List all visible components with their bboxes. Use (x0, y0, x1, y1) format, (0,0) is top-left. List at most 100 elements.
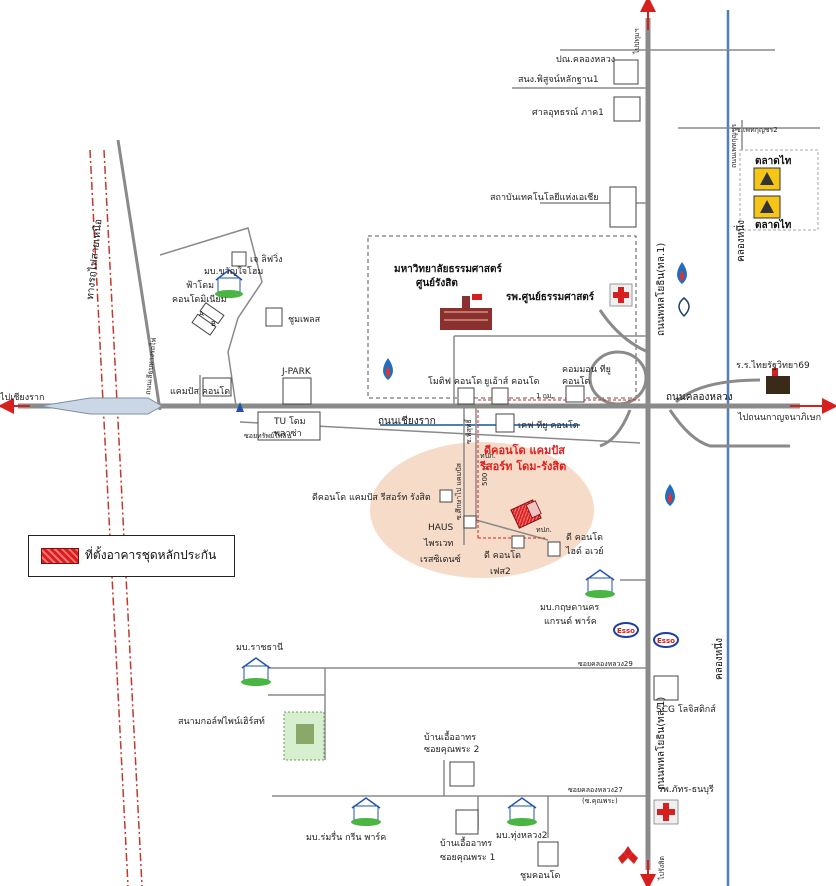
label-tu-dome-2: พลาซ่า (274, 429, 302, 439)
school-icon (766, 368, 790, 394)
label-tu-2: ศูนย์รังสิต (416, 277, 458, 290)
label-khwanjai: มบ.ขวัญใจโฮม (204, 266, 263, 277)
railway-line-2 (103, 149, 143, 886)
house-icon-ratchathani (241, 657, 271, 686)
highlight-zone (370, 442, 594, 578)
interchange-ramp-1 (598, 309, 649, 354)
building-pon (613, 59, 639, 85)
label-soi-phiphat: ซอยทรัพย์ไพลิน (244, 431, 292, 440)
label-to-pathum: ไปปทุมฯ (632, 28, 641, 55)
label-thungluang: มบ.ทุ่งหลวง2 (496, 831, 547, 841)
label-food2-2: ซอยคุณพระ 1 (440, 853, 495, 863)
building-chum-condo (537, 841, 559, 867)
highlight-line2: รีสอร์ท โดม-รังสิต (479, 459, 566, 473)
label-haus-3: เรสซิเดนซ์ (420, 553, 461, 565)
label-dcondo-hyde-2: ไฮด์ อเวย์ (565, 545, 604, 557)
label-school: ร.ร.ไทยรัฐวิทยา69 (736, 360, 810, 371)
svg-text:Esso: Esso (617, 627, 635, 635)
label-haus-1: HAUS (428, 523, 454, 533)
legend-swatch (41, 548, 79, 564)
label-to-kanchanaphisek: ไปถนนกาญจนาภิเษก (737, 412, 821, 423)
building-dcondo-rangsit (439, 489, 453, 503)
hospital-bhattara-icon (653, 799, 679, 825)
label-ruamrhuen: มบ.ร่มรื่น กรีน พาร์ค (306, 830, 386, 843)
esso-icon-2: Esso (653, 632, 679, 648)
label-soi27: ซอยคลองหลวง27 (568, 786, 623, 794)
label-court: ศาลอุทธรณ์ ภาค1 (532, 106, 604, 118)
ptt-icon-2 (383, 358, 393, 380)
building-scg (653, 675, 679, 701)
interchange-ramp-4 (674, 378, 761, 404)
target-property (510, 499, 542, 529)
label-dcondo-hyde-1: ดี คอนโด (566, 532, 603, 543)
rail-road (116, 139, 162, 411)
ptt-icon-1 (677, 262, 687, 284)
label-canal-upper: คลองหนึ่ง (733, 220, 747, 262)
market-icon-1-glyph (760, 172, 774, 185)
condo-b-label: B (211, 320, 216, 328)
label-condo-million: คอนโดมิเนียม (172, 294, 227, 305)
label-dcondo-fes-2: เฟส2 (490, 567, 511, 577)
label-dist-s2: ทปภ. (536, 526, 552, 534)
legend-label: ที่ตั้งอาคารชุดหลักประกัน (85, 548, 217, 562)
label-phahon-north: ถนนพหลโยธิน(ทล.1) (654, 243, 667, 336)
svg-text:Esso: Esso (657, 637, 675, 645)
label-chum-phon: ชูมเพลส (288, 315, 321, 325)
label-500m: 500 ม. (481, 464, 489, 486)
house-icon-krisdanakorn (585, 569, 615, 598)
label-chum-condo: ชูมคอนโด (520, 870, 560, 881)
soi-marker-icon (236, 402, 244, 412)
label-sorn: สนง.พิสูจน์หลักฐาน1 (518, 73, 599, 85)
label-jpark: J-PARK (281, 367, 312, 377)
building-dcondo-hyde (547, 541, 561, 557)
label-khlongluang-road: ถนนคลองหลวง (666, 392, 733, 403)
label-1km: 1 กม. (536, 392, 554, 400)
label-soi-phet2: ซ.เพทกุญชร2 (736, 126, 778, 134)
label-je-living: เจ ลิฟวิ่ง (250, 252, 283, 265)
label-campus-condo: แคมปัส คอนโด (170, 386, 230, 397)
label-chiangrak-road: ถนนเชียงราก (378, 415, 436, 427)
label-motif: โมติฟ คอนโด (428, 376, 482, 387)
label-food1-1: บ้านเอื้ออาทร (424, 730, 476, 743)
label-haus-2: ไพรเวท (423, 538, 453, 549)
interchange-ramp-3 (599, 409, 632, 448)
label-phahon-south: ถนนพหลโยธิน(ทล.1) (654, 697, 667, 790)
building-motif (457, 387, 475, 405)
label-bhattara: รพ.ภัทร-ธนบุรี (658, 784, 714, 795)
building-caf (495, 413, 515, 433)
label-to-chiangrak: ไปเชียงราก (0, 392, 44, 403)
building-ait (609, 186, 637, 228)
shell-icon (678, 297, 690, 318)
label-food1-2: ซอยคุณพระ 2 (424, 745, 479, 755)
label-soi-small-a: ซ.พิสุทธิ์ (463, 418, 473, 444)
label-fah-dome: ฟ้าโดม (186, 280, 214, 291)
label-market-2: ตลาดไท (755, 218, 792, 231)
label-to-rangsit: ไปรังสิต (657, 856, 666, 881)
building-tu-dome (257, 411, 321, 441)
label-soi-phet: ถนนเพทกุญชร (730, 124, 738, 168)
building-uaat (491, 387, 509, 405)
label-rail: ทางรถไฟสายเหนือ (84, 218, 104, 300)
building-food2 (455, 809, 479, 835)
label-market-1: ตลาดไท (755, 154, 792, 167)
road-khwanjai (159, 227, 263, 407)
building-common (565, 385, 585, 403)
label-soi-small-b: ซ.ศึกษาไป แคมปัส (454, 462, 463, 520)
label-caf-tu: เคฟ ทียู คอนโด (518, 420, 579, 431)
label-golf: สนามกอล์ฟไพน์เฮิร์สท์ (178, 715, 265, 727)
market-icon-2-glyph (760, 200, 774, 213)
label-ait: สถาบันเทคโนโลยีแห่งเอเชีย (490, 192, 599, 203)
building-campus (202, 377, 232, 397)
building-chum-phon (265, 307, 283, 327)
label-scg: SCG โลจิสติกส์ (656, 703, 716, 715)
esso-icon-1: Esso (613, 622, 639, 638)
label-common-2: คอนโด (562, 376, 590, 387)
label-krisdanakorn-2: แกรนด์ พาร์ค (544, 615, 597, 627)
golf-icon (283, 711, 325, 761)
railway-line (89, 149, 129, 886)
label-soi29: ซอยคลองหลวง29 (578, 660, 633, 668)
mitsubishi-icon (618, 846, 638, 864)
interchange-loop (588, 350, 648, 406)
label-krisdanakorn-1: มบ.กฤษดานคร (540, 603, 599, 613)
